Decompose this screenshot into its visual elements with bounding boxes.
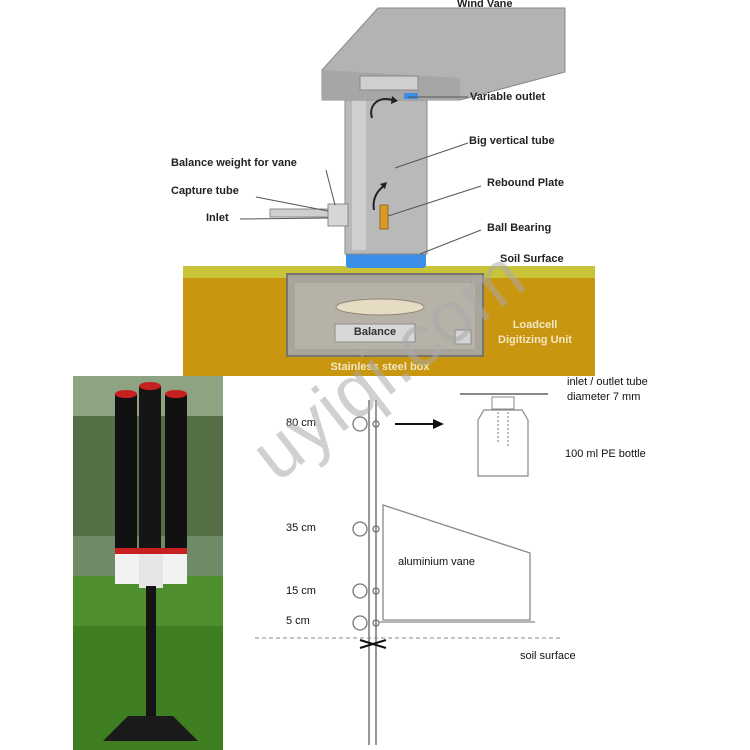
label-capture-tube: Capture tube xyxy=(171,185,239,197)
label-wind-vane: Wind Vane xyxy=(457,0,513,10)
label-inlet-outlet-tube: inlet / outlet tube xyxy=(567,376,648,388)
balance-box xyxy=(334,323,416,343)
label-height-15: 15 cm xyxy=(286,585,316,597)
label-loadcell: Loadcell xyxy=(512,319,558,331)
label-stainless-steel-box: Stainless steel box xyxy=(330,361,430,373)
label-height-80: 80 cm xyxy=(286,417,316,429)
label-rebound-plate: Rebound Plate xyxy=(487,177,565,189)
label-inlet: Inlet xyxy=(206,212,229,224)
label-variable-outlet: Variable outlet xyxy=(470,91,546,103)
aluminium-vane xyxy=(382,504,531,621)
label-digitizing-unit: Digitizing Unit xyxy=(498,334,572,346)
label-ball-bearing: Ball Bearing xyxy=(487,222,552,234)
digitizer-box xyxy=(454,329,472,345)
label-height-5: 5 cm xyxy=(286,615,310,627)
label-big-vertical-tube: Big vertical tube xyxy=(469,135,555,147)
outlet-arrow xyxy=(370,98,393,119)
tube-highlight xyxy=(352,92,366,250)
inner-flow-arrow xyxy=(372,185,385,211)
label-bottle: 100 ml PE bottle xyxy=(565,448,646,460)
label-soil-surface-bottom: soil surface xyxy=(520,650,576,662)
label-balance: Balance xyxy=(353,326,397,338)
inlet-collar xyxy=(327,203,349,227)
loadcell-coil xyxy=(335,298,425,316)
label-balance-weight: Balance weight for vane xyxy=(171,157,297,169)
pe-bottle xyxy=(477,409,529,477)
label-soil-surface-top: Soil Surface xyxy=(500,253,564,265)
label-diameter: diameter 7 mm xyxy=(567,391,641,403)
variable-outlet xyxy=(404,93,418,99)
label-height-35: 35 cm xyxy=(286,522,316,534)
vane-joint xyxy=(359,75,419,91)
rebound-plate xyxy=(379,204,389,230)
sampler-photo xyxy=(73,376,223,750)
label-aluminium-vane: aluminium vane xyxy=(398,556,476,568)
